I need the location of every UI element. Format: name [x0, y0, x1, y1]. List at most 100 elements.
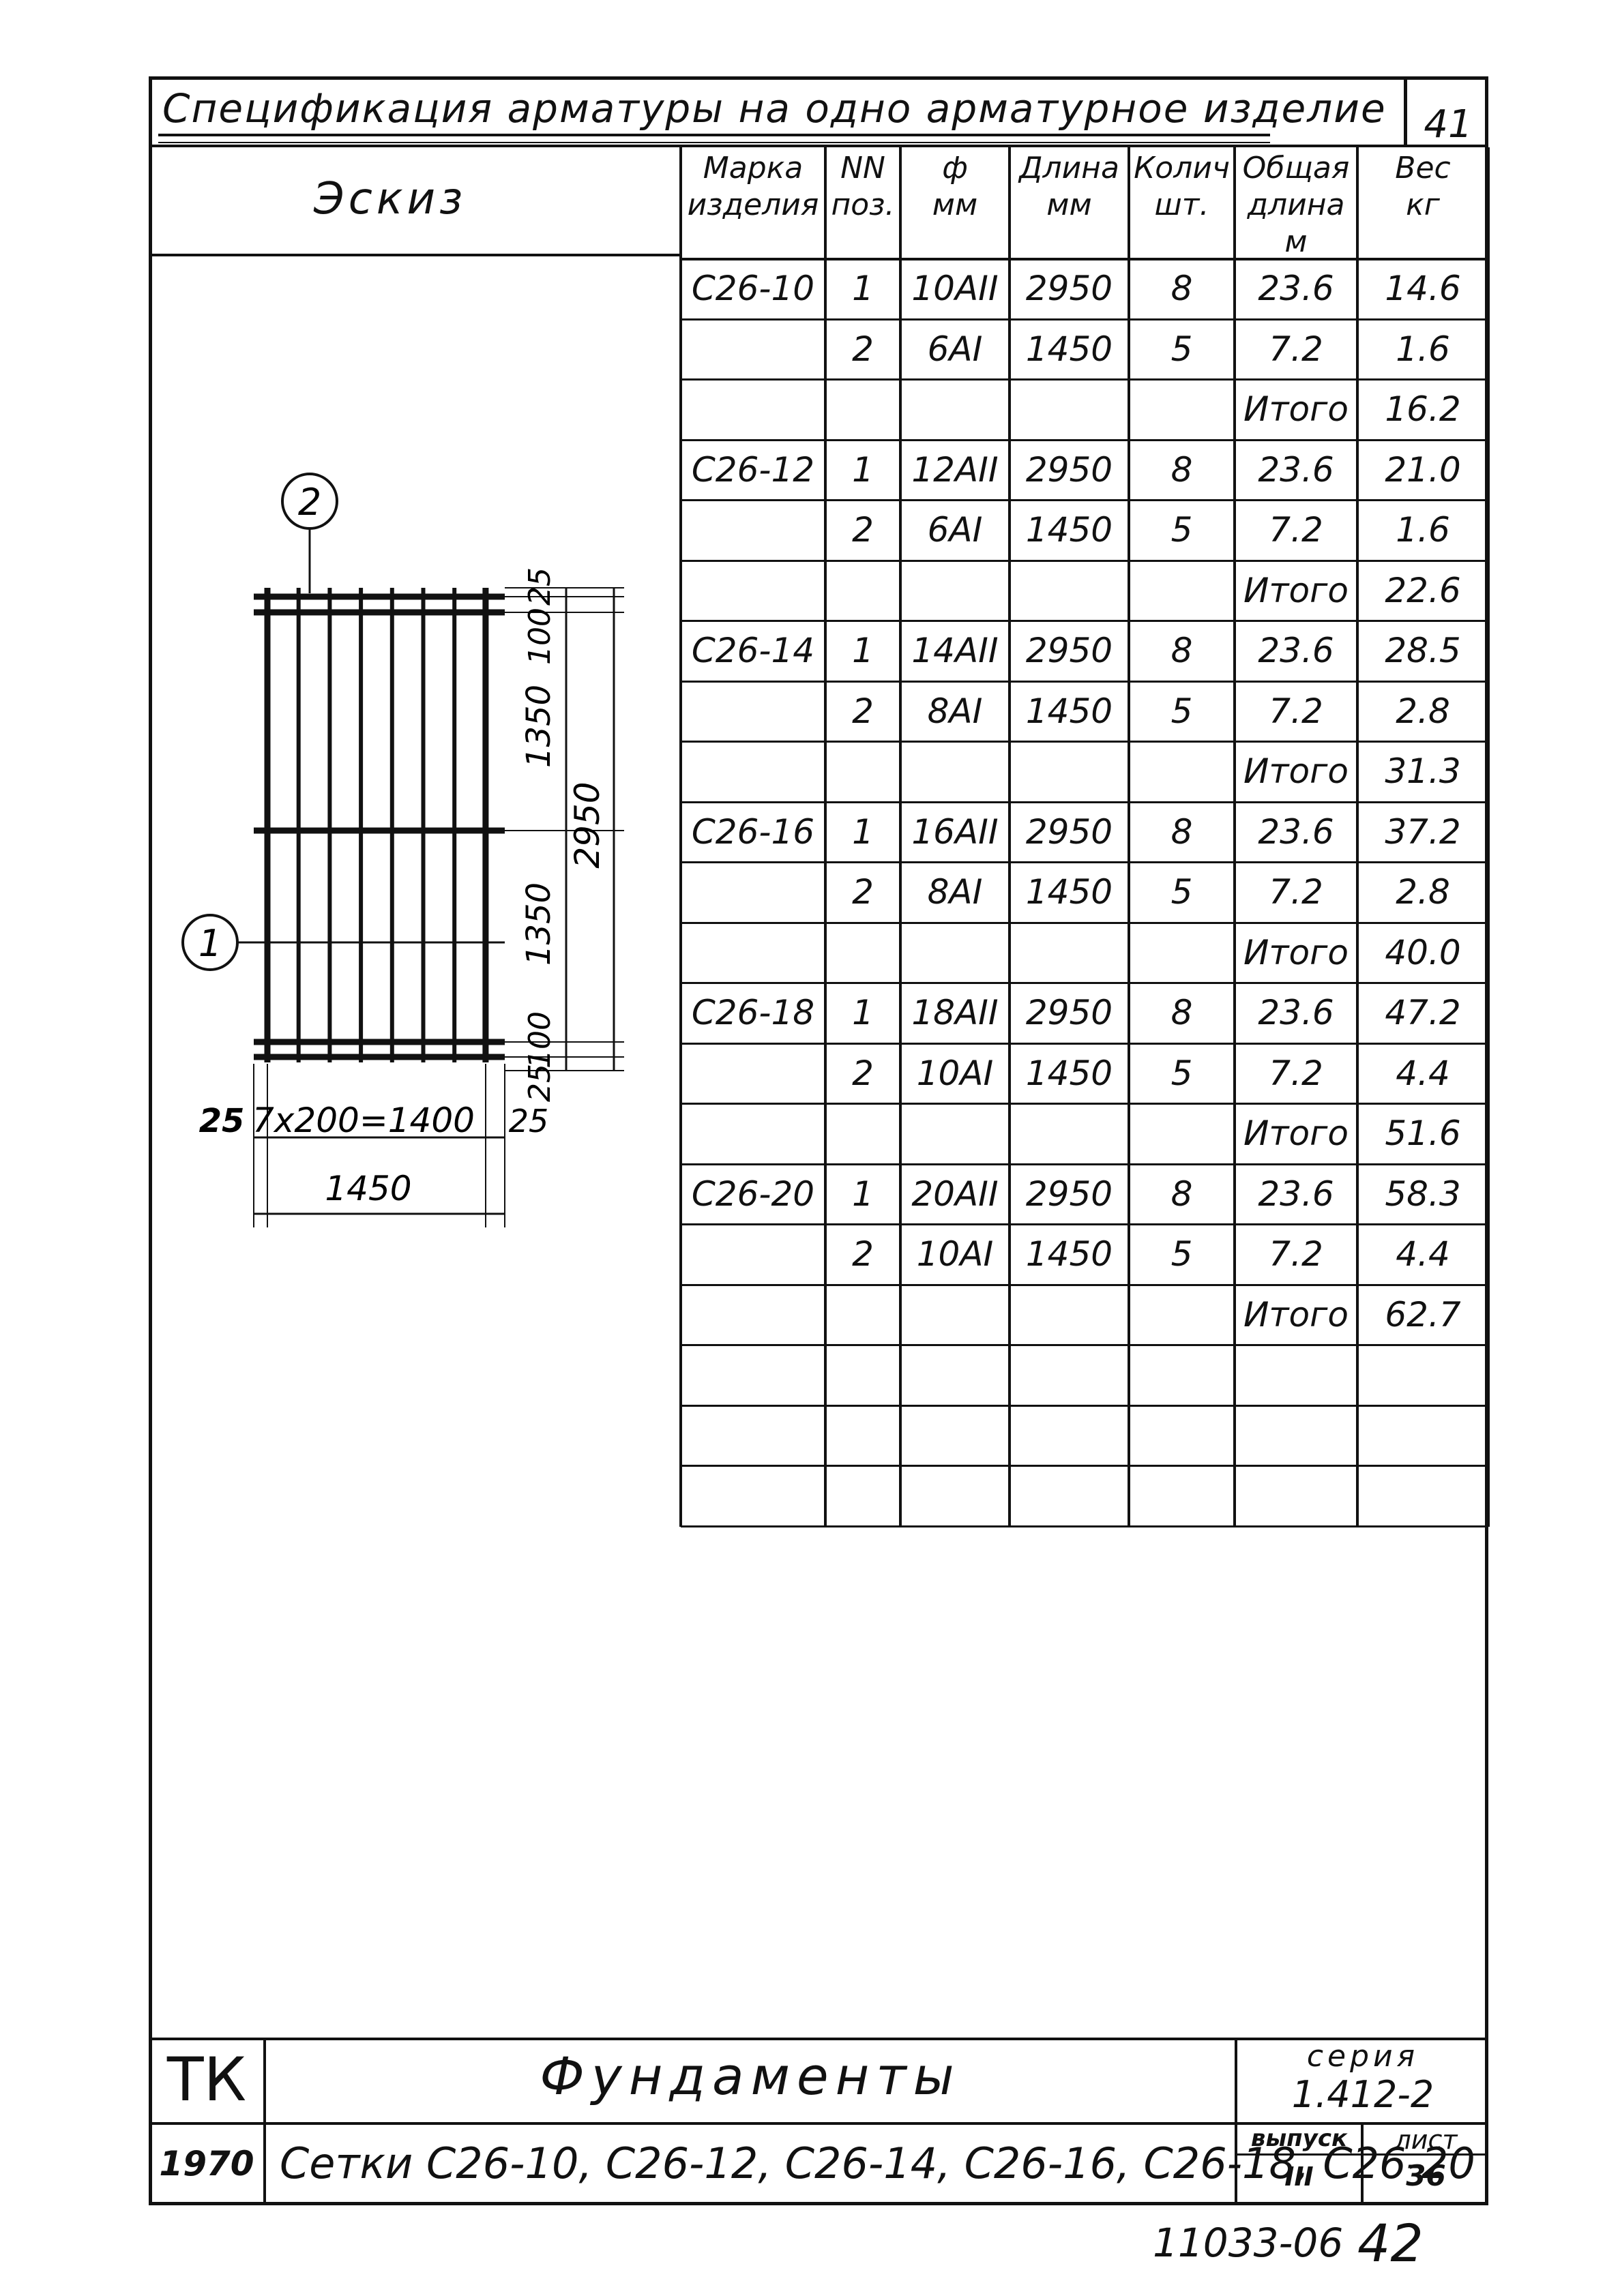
page-number-divider	[1404, 76, 1407, 145]
table-cell: Итого	[1243, 1114, 1349, 1153]
table-cell: 40.0	[1385, 932, 1461, 972]
table-cell: 1.6	[1396, 329, 1450, 369]
table-cell: С26-18	[691, 993, 815, 1032]
table-cell: 8	[1170, 631, 1193, 670]
document-description: Сетки С26-10, С26-12, С26-14, С26-16, С2…	[280, 2138, 1475, 2188]
table-cell: 5	[1170, 329, 1193, 369]
table-cell: 2.8	[1396, 691, 1450, 731]
table-row-line	[681, 982, 1488, 984]
table-cell: 23.6	[1258, 1174, 1334, 1214]
table-cell: Итого	[1243, 1294, 1349, 1335]
table-cell: 5	[1170, 510, 1193, 550]
table-cell: Итого	[1243, 389, 1349, 429]
table-cell: 6АI	[927, 510, 983, 550]
table-row-line	[681, 1163, 1488, 1165]
title-block-top-line	[149, 2038, 1488, 2040]
table-header-cell: Колич шт.	[1134, 151, 1230, 222]
table-cell: 1450	[1025, 1234, 1113, 1274]
table-cell: 16.2	[1385, 389, 1461, 429]
archive-page-number: 42	[1357, 2213, 1424, 2273]
table-cell: Итого	[1243, 570, 1349, 610]
title-underline-thin	[158, 142, 1270, 143]
table-cell: 62.7	[1385, 1294, 1461, 1335]
table-cell: 16АII	[911, 811, 999, 852]
table-column-line	[1356, 147, 1359, 1527]
archive-code: 11033-06	[1153, 2220, 1344, 2266]
table-cell: 23.6	[1258, 631, 1334, 670]
table-row-line	[681, 741, 1488, 743]
table-row-line	[681, 438, 1488, 441]
table-cell: С26-10	[691, 269, 815, 308]
issue-label: выпуск	[1250, 2125, 1348, 2152]
callout-circle-2	[281, 473, 338, 530]
table-header-cell: Общая длина м	[1242, 151, 1350, 259]
table-column-line	[1233, 147, 1236, 1527]
sheet-value: 36	[1406, 2159, 1446, 2192]
table-cell: 23.6	[1258, 269, 1334, 308]
table-cell: 58.3	[1385, 1174, 1461, 1214]
table-cell: 23.6	[1258, 449, 1334, 490]
table-cell: 1450	[1025, 329, 1113, 369]
title-block-small-line	[1235, 2153, 1488, 2156]
table-cell: 10АI	[916, 1053, 994, 1093]
table-cell: 2	[852, 872, 874, 912]
table-cell: 8АI	[927, 691, 983, 731]
table-cell: 2.8	[1396, 872, 1450, 912]
table-cell: С26-14	[691, 631, 815, 670]
table-cell: 10АI	[916, 1234, 994, 1274]
table-cell: С26-12	[691, 449, 815, 490]
dim-label-1450: 1450	[325, 1169, 411, 1208]
table-row-line	[681, 378, 1488, 381]
table-row-line	[681, 1344, 1488, 1346]
table-header-cell: ф мм	[932, 151, 978, 222]
callout-circle-1	[181, 914, 239, 971]
dim-label-top-100: 100	[522, 608, 557, 665]
table-cell: С26-16	[691, 811, 815, 852]
title-block-sheet-divider	[1361, 2122, 1364, 2205]
table-row-line	[681, 1404, 1488, 1407]
dim-label-top-25: 25	[522, 567, 557, 606]
title-block-left-divider	[263, 2038, 266, 2205]
table-cell: 18АII	[911, 993, 999, 1032]
callout-label-1: 1	[198, 922, 222, 965]
table-row-line	[681, 680, 1488, 683]
table-row-line	[681, 1223, 1488, 1225]
table-cell: 8	[1170, 811, 1193, 852]
title-block-mid-line	[149, 2122, 1488, 2125]
table-cell: Итого	[1243, 932, 1349, 972]
table-cell: 5	[1170, 1053, 1193, 1093]
header-bottom-line	[149, 145, 1488, 147]
sketch-heading-line	[149, 254, 681, 256]
table-cell: 6АI	[927, 329, 983, 369]
table-cell: 2	[852, 1234, 874, 1274]
table-cell: 7.2	[1269, 510, 1323, 550]
table-cell: 1	[852, 631, 874, 670]
table-header-cell: Вес кг	[1395, 151, 1451, 222]
table-cell: 7.2	[1269, 872, 1323, 912]
table-column-line	[1008, 147, 1011, 1527]
table-cell: 7.2	[1269, 1234, 1323, 1274]
table-row-line	[681, 801, 1488, 803]
table-cell: 1	[852, 811, 874, 852]
table-cell: 5	[1170, 1234, 1193, 1274]
table-cell: 8	[1170, 449, 1193, 490]
dim-label-spacing: 7x200=1400	[252, 1101, 475, 1140]
page-number: 41	[1424, 102, 1473, 147]
table-cell: 22.6	[1385, 570, 1461, 610]
table-column-line	[824, 147, 827, 1527]
table-cell: 20АII	[911, 1174, 999, 1214]
table-cell: С26-20	[691, 1174, 815, 1214]
sketch-heading: Эскиз	[314, 174, 467, 224]
table-row-line	[681, 1465, 1488, 1467]
table-cell: 7.2	[1269, 329, 1323, 369]
table-cell: 4.4	[1396, 1053, 1450, 1093]
table-row-line	[681, 620, 1488, 622]
table-cell: 1450	[1025, 872, 1113, 912]
table-row-line	[681, 1103, 1488, 1105]
table-row-line	[681, 1042, 1488, 1045]
table-row-line	[681, 559, 1488, 562]
table-cell: 1450	[1025, 1053, 1113, 1093]
table-cell: 8	[1170, 1174, 1193, 1214]
table-cell: 23.6	[1258, 993, 1334, 1032]
